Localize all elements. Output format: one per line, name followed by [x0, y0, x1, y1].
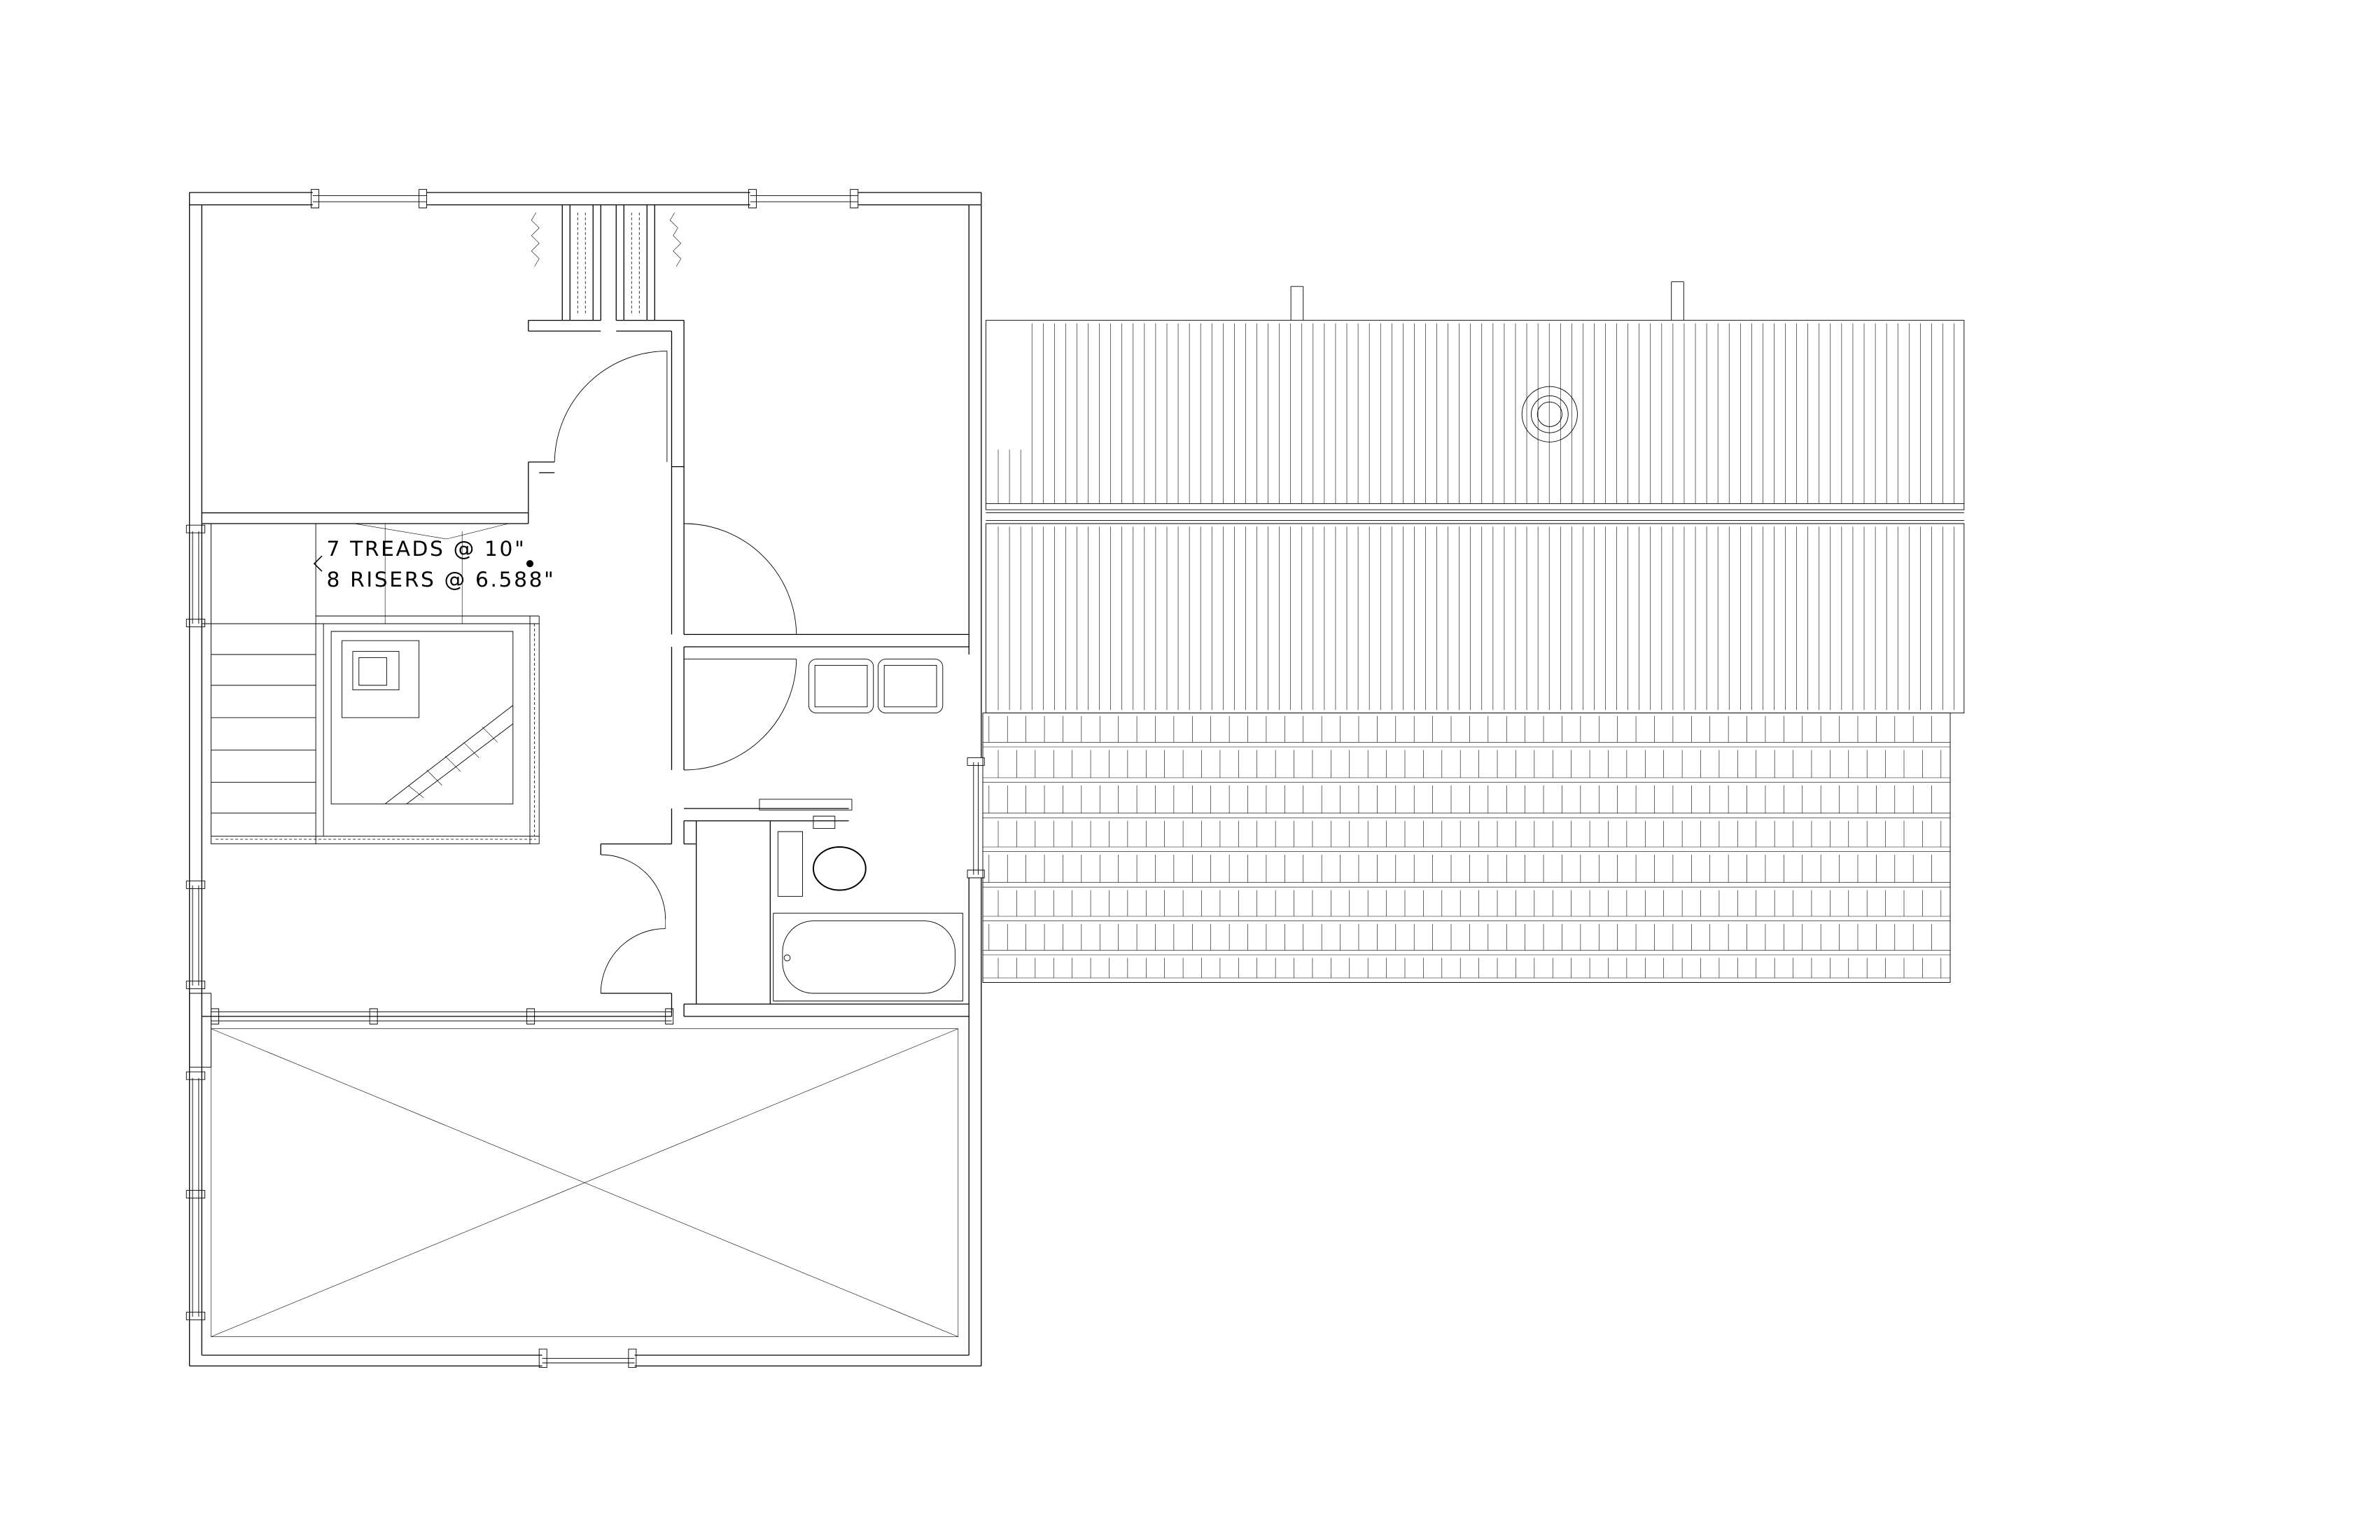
- shingle-courses: [983, 716, 1950, 983]
- open-to-below: [211, 1029, 958, 1337]
- toilet-tank: [778, 832, 802, 896]
- exterior-walls: [190, 192, 981, 1366]
- roof-metal-upper: [986, 282, 1963, 521]
- toilet-bowl-icon: [812, 846, 867, 891]
- stair-note: 7 TREADS @ 10" 8 RISERS @ 6.588": [314, 537, 556, 592]
- window-right-side: [967, 757, 984, 878]
- window-top-right: [749, 190, 858, 208]
- stair-direction-arrow-icon: [314, 556, 322, 571]
- window-bottom: [539, 1349, 636, 1367]
- lavatory-counter: [760, 799, 852, 810]
- window-left-middle: [186, 881, 204, 988]
- laundry-sink-left: [808, 659, 873, 713]
- stair-risers-note: 8 RISERS @ 6.588": [327, 568, 556, 592]
- closet-partitions: [528, 205, 684, 331]
- roof-vent-icon: [1522, 386, 1577, 442]
- roof-metal-lower: [986, 524, 1963, 713]
- window-left-upper: [186, 525, 204, 626]
- laundry-sink-right: [878, 659, 942, 713]
- roof-seams-lower: [998, 526, 1954, 710]
- roof-seams-upper: [998, 323, 1954, 503]
- interior-walls: [202, 321, 969, 1016]
- door-swings: [554, 351, 797, 993]
- stair-treads-note: 7 TREADS @ 10": [327, 537, 526, 561]
- window-top-left: [312, 190, 427, 208]
- bathtub-icon: [774, 913, 963, 1001]
- roof-shingles: [983, 713, 1950, 983]
- stair: [202, 524, 539, 844]
- window-left-lower: [186, 993, 211, 1320]
- stair-note-marker-icon: [526, 560, 534, 568]
- bathroom-fixtures: [760, 659, 962, 1001]
- hall-railing: [211, 1009, 673, 1024]
